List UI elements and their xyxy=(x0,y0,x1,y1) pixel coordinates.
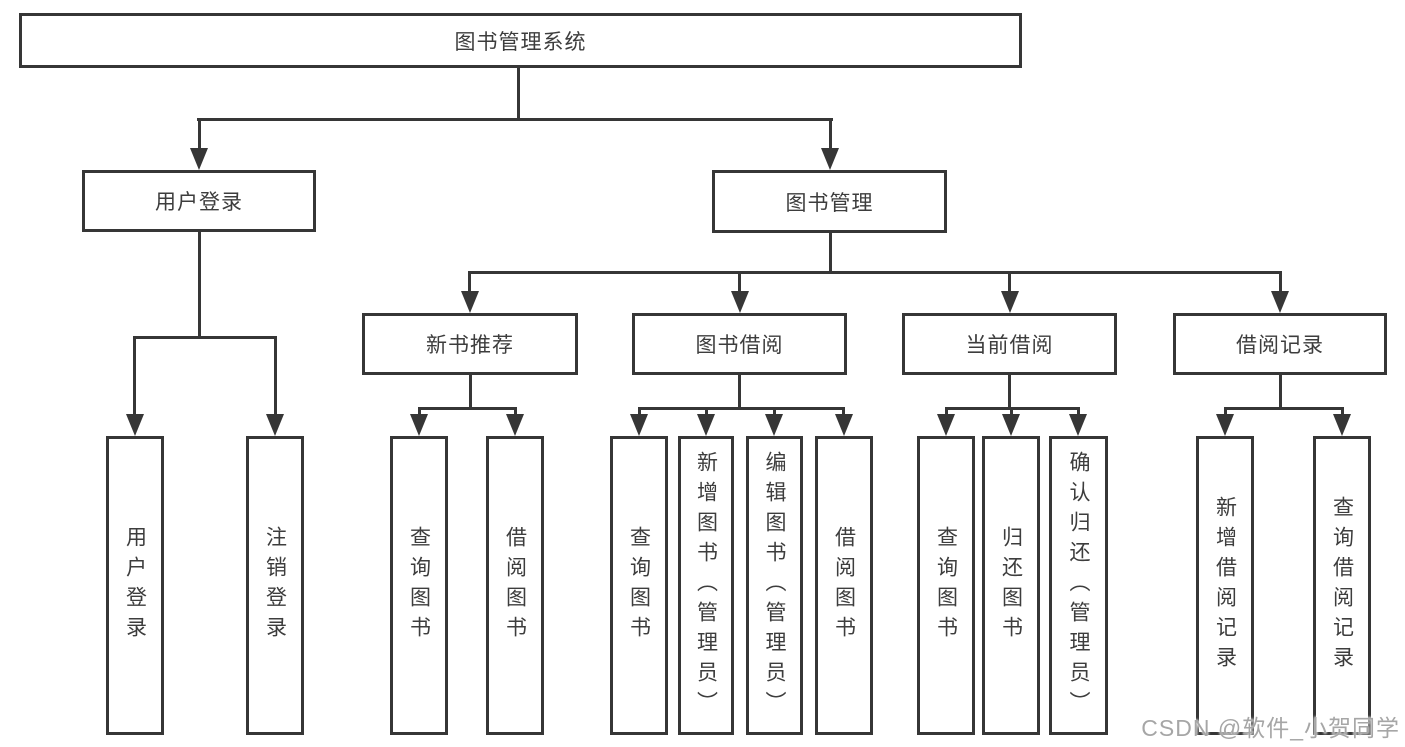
leaf-add-borrow-record-label: 新增借阅记录 xyxy=(1213,495,1237,676)
leaf-query-books-borrow-label: 查询图书 xyxy=(627,525,651,646)
connector-line xyxy=(829,118,832,148)
arrow-down-icon xyxy=(190,148,208,170)
arrow-down-icon xyxy=(461,291,479,313)
leaf-user-login-label: 用户登录 xyxy=(123,525,147,646)
leaf-return-book-label: 归还图书 xyxy=(999,525,1023,646)
leaf-add-book-admin-label: 新增图书（管理员） xyxy=(694,450,718,721)
connector-line xyxy=(133,336,276,339)
connector-line xyxy=(274,336,277,414)
arrow-down-icon xyxy=(937,414,955,436)
node-book-borrow: 图书借阅 xyxy=(632,313,847,375)
arrow-down-icon xyxy=(1002,414,1020,436)
connector-line xyxy=(418,407,421,416)
arrow-down-icon xyxy=(731,291,749,313)
connector-line xyxy=(198,232,201,336)
connector-line xyxy=(198,118,201,148)
leaf-query-books-recommend-label: 查询图书 xyxy=(407,525,431,646)
connector-line xyxy=(1279,271,1282,291)
leaf-borrow-books-label: 借阅图书 xyxy=(832,525,856,646)
leaf-borrow-books-recommend-label: 借阅图书 xyxy=(503,525,527,646)
csdn-watermark: CSDN @软件_小贺同学 xyxy=(1141,715,1400,741)
connector-line xyxy=(773,407,776,416)
node-book-management: 图书管理 xyxy=(712,170,947,233)
arrow-down-icon xyxy=(765,414,783,436)
node-user-login: 用户登录 xyxy=(82,170,316,232)
connector-line xyxy=(1341,407,1344,416)
leaf-logout: 注销登录 xyxy=(246,436,304,735)
connector-line xyxy=(133,336,136,414)
leaf-query-borrow-record: 查询借阅记录 xyxy=(1313,436,1371,735)
connector-line xyxy=(1077,407,1080,416)
leaf-query-borrow-record-label: 查询借阅记录 xyxy=(1330,495,1354,676)
connector-line xyxy=(468,271,471,291)
leaf-query-books-borrow: 查询图书 xyxy=(610,436,668,735)
connector-line xyxy=(829,233,832,271)
leaf-confirm-return-admin-label: 确认归还（管理员） xyxy=(1067,450,1090,721)
connector-line xyxy=(638,407,845,410)
arrow-down-icon xyxy=(1333,414,1351,436)
arrow-down-icon xyxy=(506,414,524,436)
arrow-down-icon xyxy=(697,414,715,436)
arrow-down-icon xyxy=(821,148,839,170)
connector-line xyxy=(469,375,472,407)
connector-line xyxy=(1224,407,1227,416)
connector-line xyxy=(705,407,708,416)
connector-line xyxy=(1279,375,1282,407)
leaf-query-books-recommend: 查询图书 xyxy=(390,436,448,735)
leaf-query-books-current-label: 查询图书 xyxy=(934,525,958,646)
arrow-down-icon xyxy=(126,414,144,436)
leaf-borrow-books-recommend: 借阅图书 xyxy=(486,436,544,735)
arrow-down-icon xyxy=(266,414,284,436)
connector-line xyxy=(842,407,845,416)
leaf-query-books-current: 查询图书 xyxy=(917,436,975,735)
arrow-down-icon xyxy=(835,414,853,436)
connector-line xyxy=(517,68,520,118)
connector-line xyxy=(945,407,948,416)
node-library-management-system: 图书管理系统 xyxy=(19,13,1022,68)
arrow-down-icon xyxy=(1001,291,1019,313)
connector-line xyxy=(468,271,1281,274)
connector-line xyxy=(1010,407,1013,416)
connector-line xyxy=(514,407,517,416)
arrow-down-icon xyxy=(410,414,428,436)
leaf-edit-book-admin: 编辑图书（管理员） xyxy=(746,436,803,735)
leaf-confirm-return-admin: 确认归还（管理员） xyxy=(1049,436,1108,735)
connector-line xyxy=(738,271,741,291)
arrow-down-icon xyxy=(630,414,648,436)
leaf-logout-label: 注销登录 xyxy=(263,525,287,646)
connector-line xyxy=(1008,271,1011,291)
leaf-add-book-admin: 新增图书（管理员） xyxy=(678,436,734,735)
node-borrow-records: 借阅记录 xyxy=(1173,313,1387,375)
leaf-user-login: 用户登录 xyxy=(106,436,164,735)
leaf-return-book: 归还图书 xyxy=(982,436,1040,735)
connector-line xyxy=(638,407,641,416)
leaf-add-borrow-record: 新增借阅记录 xyxy=(1196,436,1254,735)
arrow-down-icon xyxy=(1069,414,1087,436)
node-current-borrow: 当前借阅 xyxy=(902,313,1117,375)
arrow-down-icon xyxy=(1271,291,1289,313)
connector-line xyxy=(1224,407,1344,410)
connector-line xyxy=(197,118,833,121)
arrow-down-icon xyxy=(1216,414,1234,436)
leaf-edit-book-admin-label: 编辑图书（管理员） xyxy=(763,450,786,721)
connector-line xyxy=(418,407,516,410)
connector-line xyxy=(738,375,741,407)
connector-line xyxy=(1008,375,1011,407)
node-new-book-recommend: 新书推荐 xyxy=(362,313,578,375)
leaf-borrow-books: 借阅图书 xyxy=(815,436,873,735)
